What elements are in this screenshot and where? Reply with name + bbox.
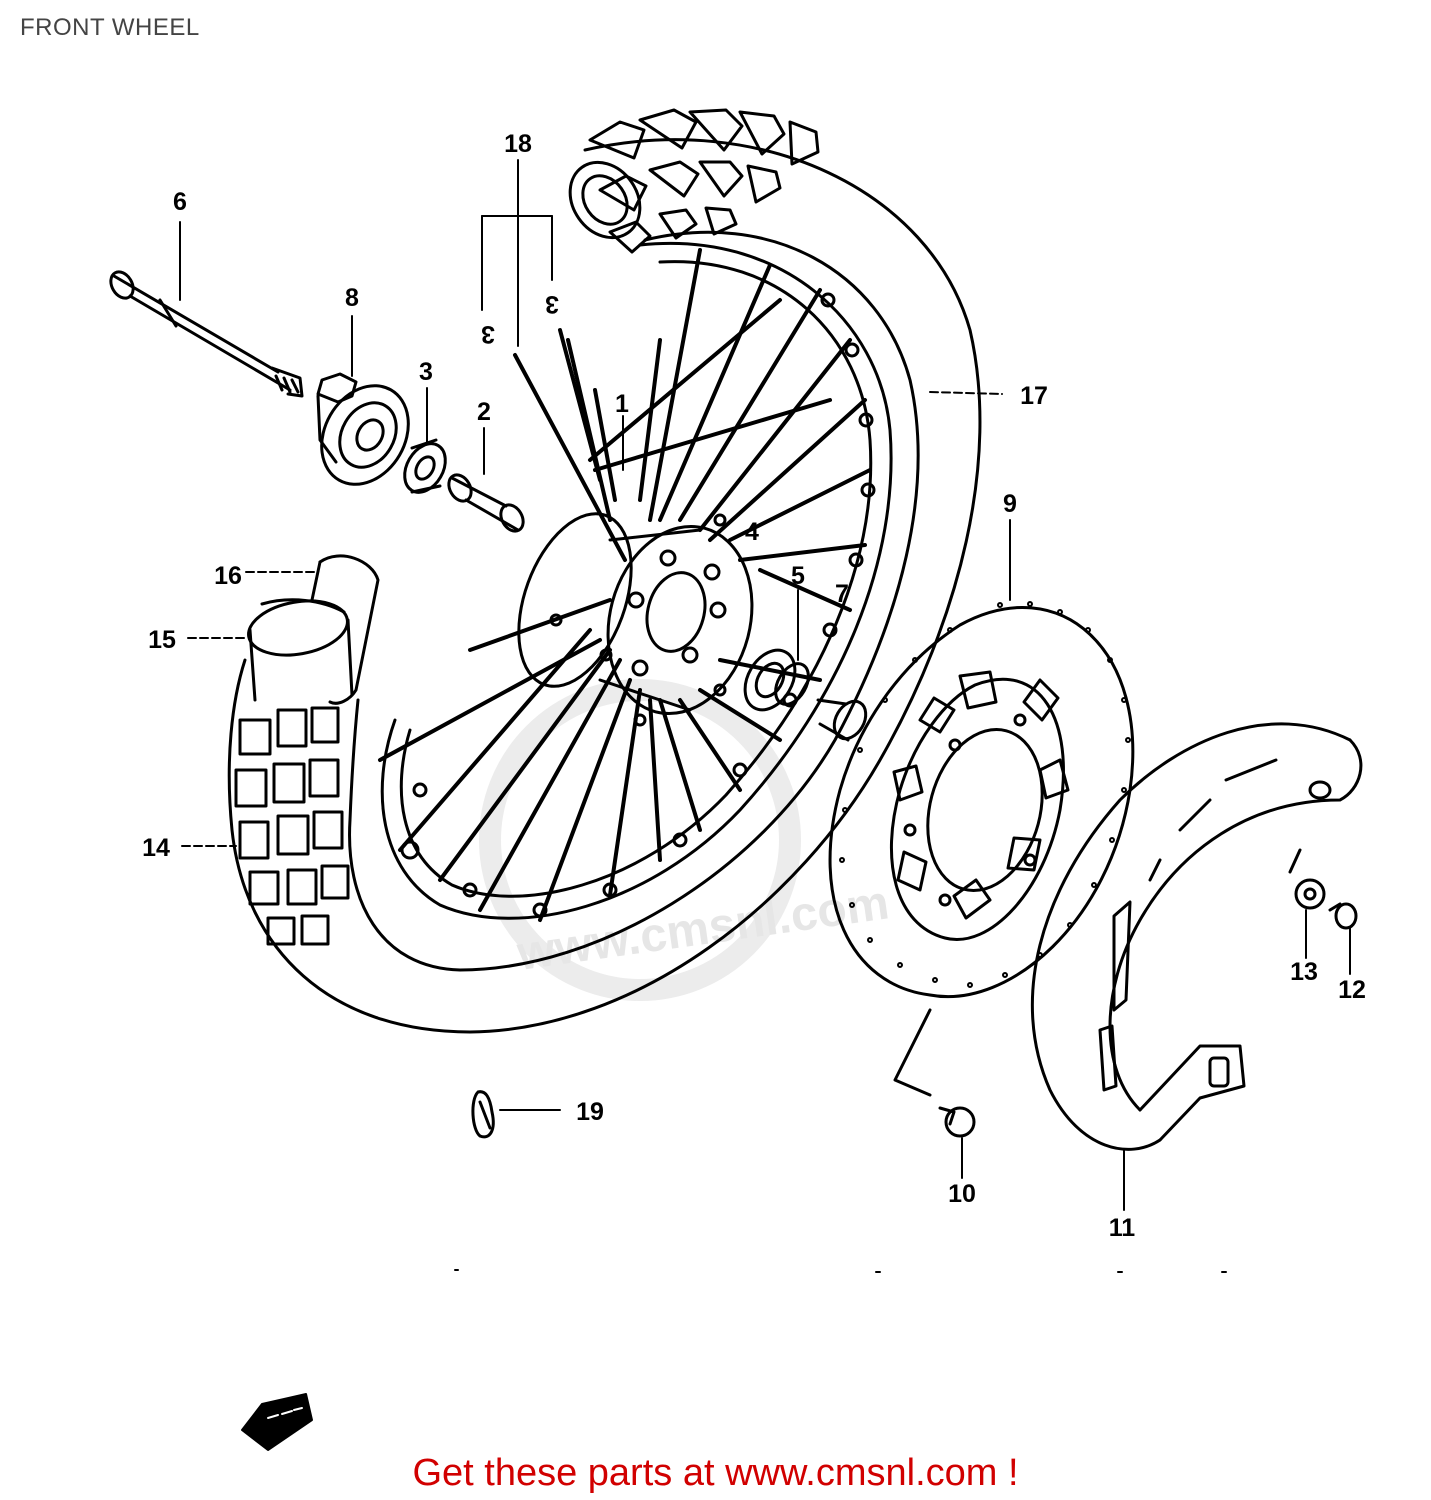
callout-1: 1: [615, 390, 629, 418]
disc-cover: [1030, 722, 1363, 1151]
callout-2: 2: [477, 398, 491, 426]
bottom-marks: [454, 1269, 1227, 1273]
callout-12: 12: [1338, 976, 1366, 1004]
callout-8: 8: [345, 284, 359, 312]
callout-6: 6: [173, 188, 187, 216]
callout-4: 4: [745, 518, 759, 546]
valve-cap: [471, 1090, 495, 1139]
callout-labels: 1 2 3 3 3 4 5 6 7 8 9 10 11 12 13 14 15 …: [142, 130, 1366, 1242]
callout-7: 7: [835, 580, 849, 608]
nut: [1294, 878, 1326, 910]
callout-16: 16: [214, 562, 242, 590]
washer: [1328, 902, 1358, 930]
brake-disc: [828, 601, 1135, 1097]
callout-19: 19: [576, 1098, 604, 1126]
tube: [310, 554, 380, 705]
callout-9: 9: [1003, 490, 1017, 518]
tire: [227, 108, 982, 1034]
right-spacers: [743, 648, 868, 742]
disc-bolt: [938, 1106, 976, 1138]
axle: [109, 270, 304, 398]
bearing: [403, 438, 447, 494]
rim: [380, 242, 893, 920]
callout-14: 14: [142, 834, 170, 862]
callout-18: 18: [504, 130, 532, 158]
callout-17: 17: [1020, 382, 1048, 410]
hub: [517, 512, 754, 727]
callout-10: 10: [948, 1180, 976, 1208]
callout-3c: 3: [545, 290, 559, 318]
leader-lines: [179, 159, 1351, 1211]
front-arrow-icon: [241, 1393, 313, 1451]
callout-3b: 3: [481, 320, 495, 348]
page-title: FRONT WHEEL: [20, 14, 200, 41]
footer-link[interactable]: Get these parts at www.cmsnl.com !: [412, 1452, 1019, 1494]
speedometer-gearbox: [316, 372, 410, 486]
callout-15: 15: [148, 626, 176, 654]
spokes: [378, 248, 872, 922]
callout-11: 11: [1109, 1214, 1136, 1242]
callout-13: 13: [1290, 958, 1318, 986]
spacer: [447, 473, 525, 533]
callout-3: 3: [419, 358, 433, 386]
callout-5: 5: [791, 562, 805, 590]
